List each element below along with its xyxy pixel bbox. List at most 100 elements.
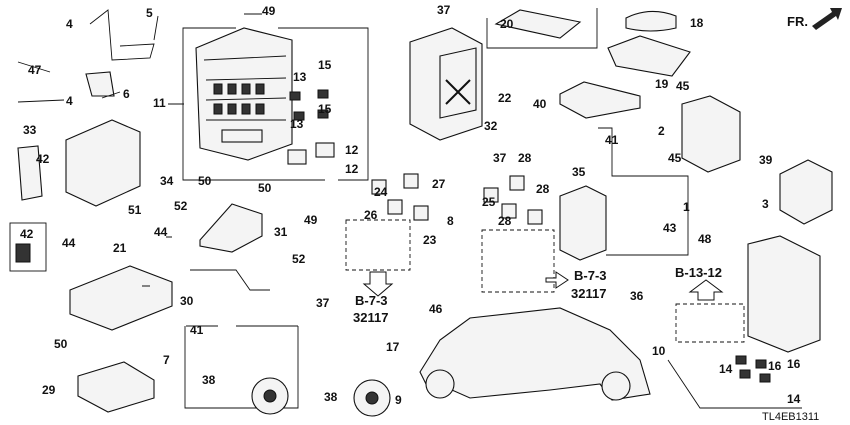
callout-52: 52 <box>292 252 306 266</box>
relays-dashed-frame <box>675 303 745 343</box>
callout-28: 28 <box>518 151 532 165</box>
callout-16: 16 <box>768 359 782 373</box>
callout-31: 31 <box>274 225 288 239</box>
callout-15: 15 <box>318 102 332 116</box>
callout-20: 20 <box>500 17 514 31</box>
callout-35: 35 <box>572 165 586 179</box>
callout-12: 12 <box>345 162 359 176</box>
callout-46: 46 <box>429 302 443 316</box>
ref-b-7-3-left: B-7-3 <box>355 293 388 308</box>
callout-2: 2 <box>658 124 665 138</box>
unit-35 <box>559 185 607 261</box>
callout-32: 32 <box>484 119 498 133</box>
callout-26: 26 <box>364 208 378 222</box>
callout-47: 47 <box>28 63 42 77</box>
connector-3 <box>779 159 833 225</box>
callout-37: 37 <box>316 296 330 310</box>
diagram-code: TL4EB1311 <box>762 411 819 423</box>
callout-48: 48 <box>698 232 712 246</box>
callout-5: 5 <box>146 6 153 20</box>
front-direction-label: FR. <box>787 14 808 29</box>
module-22 <box>559 81 641 119</box>
callout-28: 28 <box>498 214 512 228</box>
callout-24: 24 <box>374 185 388 199</box>
module-20 <box>494 9 582 39</box>
relay-harness-dashed-frame <box>345 219 411 271</box>
callout-45: 45 <box>668 151 682 165</box>
unit-29 <box>77 361 155 413</box>
fuse-16 <box>317 109 329 119</box>
callout-52: 52 <box>174 199 188 213</box>
harness-group-frame <box>598 127 689 256</box>
callout-42: 42 <box>36 152 50 166</box>
reference-arrow-down <box>362 271 394 297</box>
callout-40: 40 <box>533 97 547 111</box>
under-dash-fuse-box <box>195 27 293 161</box>
control-unit-21 <box>69 265 173 331</box>
callout-13: 13 <box>290 117 304 131</box>
bracket-6 <box>85 71 115 97</box>
bracket-30 <box>190 269 270 291</box>
callout-21: 21 <box>113 241 127 255</box>
engine-fuse-box <box>747 235 821 353</box>
callout-41: 41 <box>190 323 204 337</box>
reference-arrow-up <box>688 279 724 301</box>
callout-39: 39 <box>759 153 773 167</box>
callout-23: 23 <box>423 233 437 247</box>
connector-33 <box>17 145 43 201</box>
callout-45: 45 <box>676 79 690 93</box>
callout-25: 25 <box>482 195 496 209</box>
callout-50: 50 <box>258 181 272 195</box>
fuse-box-group-frame-right <box>278 27 369 181</box>
callout-33: 33 <box>23 123 37 137</box>
callout-17: 17 <box>386 340 400 354</box>
callout-10: 10 <box>652 344 666 358</box>
callout-9: 9 <box>395 393 402 407</box>
unit-31 <box>199 203 263 253</box>
ref-32117-left: 32117 <box>353 310 388 325</box>
fuse-15 <box>317 89 329 99</box>
callout-49: 49 <box>304 213 318 227</box>
fuse-14 <box>293 111 305 121</box>
front-direction-arrow-icon <box>812 8 842 30</box>
callout-12: 12 <box>345 143 359 157</box>
module-18 <box>625 10 677 32</box>
callout-4: 4 <box>66 94 73 108</box>
relay-12a <box>287 149 307 165</box>
ref-32117-right: 32117 <box>571 286 606 301</box>
fuse-13 <box>289 91 301 101</box>
reference-arrow-right <box>545 271 569 289</box>
callout-38: 38 <box>202 373 216 387</box>
callout-38: 38 <box>324 390 338 404</box>
callout-27: 27 <box>432 177 446 191</box>
callout-16: 16 <box>787 357 801 371</box>
callout-28: 28 <box>536 182 550 196</box>
callout-43: 43 <box>663 221 677 235</box>
callout-30: 30 <box>180 294 194 308</box>
callout-22: 22 <box>498 91 512 105</box>
callout-37: 37 <box>437 3 451 17</box>
vehicle-outline <box>419 307 651 401</box>
callout-34: 34 <box>160 174 174 188</box>
callout-18: 18 <box>690 16 704 30</box>
unit-2 <box>681 95 741 173</box>
cap-42 <box>15 243 31 263</box>
callout-3: 3 <box>762 197 769 211</box>
callout-14: 14 <box>787 392 801 406</box>
callout-29: 29 <box>42 383 56 397</box>
callout-1: 1 <box>683 200 690 214</box>
horn-group-frame <box>184 326 299 409</box>
callout-15: 15 <box>318 58 332 72</box>
relay-12b <box>315 142 335 158</box>
callout-14: 14 <box>719 362 733 376</box>
part-42-detail-frame <box>9 222 47 272</box>
callout-19: 19 <box>655 77 669 91</box>
callout-11: 11 <box>153 96 166 110</box>
relay-socket-dashed-frame <box>481 229 555 293</box>
bracket-5 <box>89 9 155 61</box>
callout-51: 51 <box>128 203 142 217</box>
callout-44: 44 <box>62 236 76 250</box>
callout-7: 7 <box>163 353 170 367</box>
